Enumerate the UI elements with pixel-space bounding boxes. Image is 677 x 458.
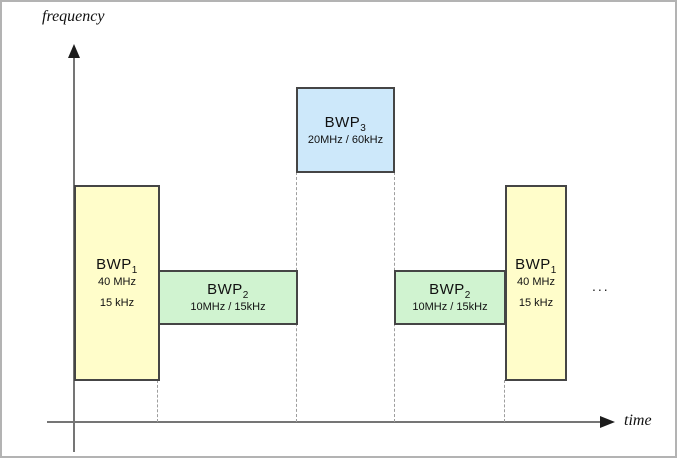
bwp1-left-bandwidth: 40 MHz (98, 276, 136, 288)
bwp3-bandwidth: 20MHz / 60kHz (307, 133, 384, 146)
dashed-guide-bwp1-left-end (157, 380, 158, 422)
bwp2-first-bandwidth: 10MHz / 15kHz (190, 301, 266, 313)
time-axis-line (47, 421, 602, 423)
continuation-ellipsis: ... (592, 278, 610, 294)
bwp3-box: BWP3 20MHz / 60kHz (296, 87, 395, 173)
bwp2-first-title: BWP2 (207, 281, 249, 301)
dashed-guide-bwp1-right-start (504, 380, 505, 422)
bwp1-left-scs: 15 kHz (99, 297, 135, 309)
bwp3-title: BWP3 (324, 113, 367, 134)
bwp1-right-box: BWP1 40 MHz 15 kHz (505, 185, 567, 381)
bwp1-right-bandwidth: 40 MHz (517, 276, 555, 288)
bwp2-second-box: BWP2 10MHz / 15kHz (394, 270, 506, 325)
bwp2-second-bandwidth: 10MHz / 15kHz (412, 301, 488, 313)
bwp1-left-title: BWP1 (96, 256, 138, 276)
time-axis-label: time (624, 412, 652, 429)
bwp2-first-box: BWP2 10MHz / 15kHz (158, 270, 298, 325)
frequency-axis-arrowhead-icon (68, 44, 80, 58)
bwp2-second-title: BWP2 (429, 281, 471, 301)
bwp1-left-box: BWP1 40 MHz 15 kHz (74, 185, 160, 381)
bwp1-right-scs: 15 kHz (518, 297, 554, 309)
frequency-axis-label: frequency (42, 8, 105, 25)
time-axis-arrowhead-icon (600, 416, 615, 428)
bwp1-right-title: BWP1 (515, 256, 557, 276)
